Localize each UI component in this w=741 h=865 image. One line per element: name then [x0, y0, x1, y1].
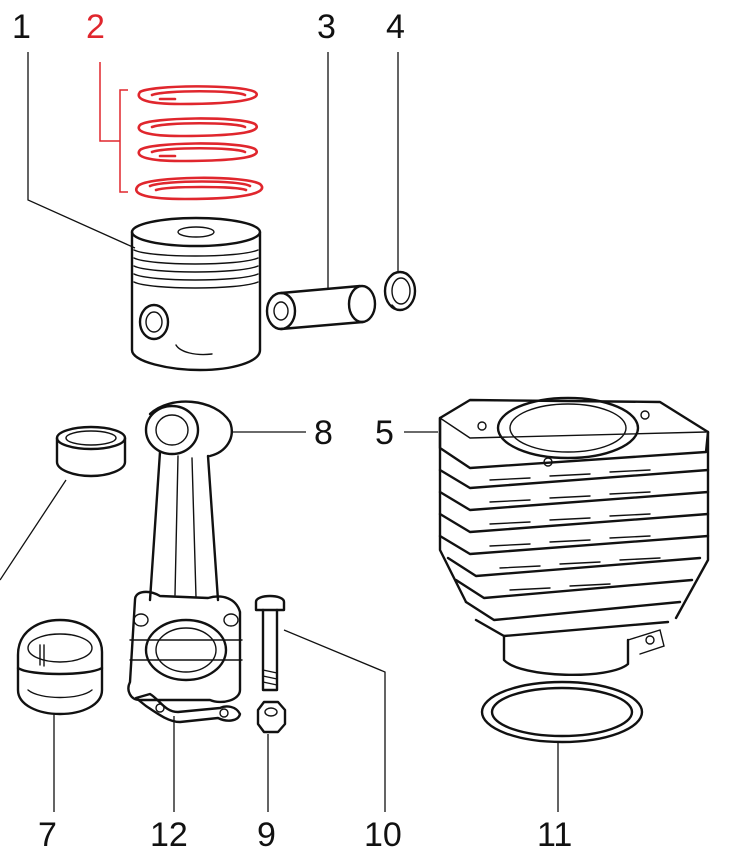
callout-4: 4: [386, 8, 405, 46]
small-end-bushing: [55, 425, 127, 478]
piston-ring-second: [137, 117, 258, 138]
cylinder-base-gasket: [480, 680, 644, 744]
piston-pin: [265, 284, 377, 331]
callout-2: 2: [86, 8, 105, 46]
bolt-lock-plate: [134, 692, 242, 724]
callout-10: 10: [364, 816, 402, 854]
connecting-rod-bolt: [254, 594, 286, 692]
callout-12: 12: [150, 816, 188, 854]
leader-lines: [0, 52, 559, 812]
bolt-nut: [256, 700, 287, 734]
piston-ring-top: [137, 85, 258, 106]
callout-3: 3: [317, 8, 336, 46]
callout-7: 7: [38, 816, 57, 854]
callout-5: 5: [375, 414, 394, 452]
cylinder-barrel: [438, 396, 710, 676]
piston: [130, 216, 262, 372]
piston-pin-circlip: [383, 270, 417, 312]
piston-oil-ring: [135, 176, 264, 201]
callout-1: 1: [12, 8, 31, 46]
connecting-rod: [127, 400, 243, 704]
big-end-bearing-shells: [16, 618, 104, 716]
piston-ring-third: [137, 142, 258, 163]
callout-9: 9: [257, 816, 276, 854]
callout-8: 8: [314, 414, 333, 452]
piston-ring-set: [99, 62, 264, 201]
callout-11: 11: [537, 816, 572, 854]
